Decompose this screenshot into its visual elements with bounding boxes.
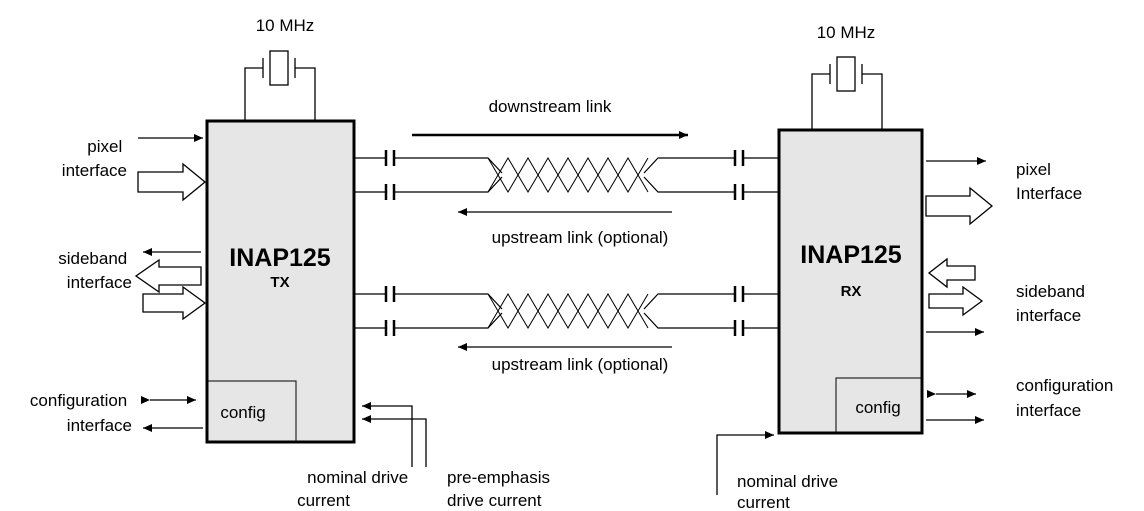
- channel-2-capacitor-icons: [384, 286, 745, 336]
- tx-nominal-label: nominal drive current: [297, 468, 413, 510]
- downstream-link-label: downstream link: [489, 97, 612, 116]
- tx-crystal-icon: [244, 50, 316, 120]
- rx-configuration-label: configuration interface: [1016, 376, 1118, 420]
- rx-chip: [777, 128, 924, 435]
- channel-2-wires: [354, 293, 778, 329]
- upstream-link-label-2: upstream link (optional): [492, 355, 669, 374]
- tx-sideband-label: sideband interface: [58, 249, 132, 292]
- rx-sideband-bus-out-arrow: [928, 285, 984, 317]
- rx-sideband-label: sideband interface: [1016, 282, 1090, 325]
- rx-config-label: config: [855, 398, 900, 417]
- channel-1-wires: [354, 157, 778, 193]
- rx-pixel-bus-arrow: [925, 186, 994, 226]
- tx-chip-sub: TX: [270, 274, 289, 291]
- rx-nominal-current-line: [716, 431, 774, 495]
- tx-config-block: [206, 380, 297, 443]
- tx-pixel-bus-arrow: [137, 162, 207, 202]
- tx-config-label: config: [220, 403, 265, 422]
- channel-1-capacitor-icons: [384, 150, 745, 200]
- tx-sideband-bus-in-arrow: [142, 285, 207, 321]
- tx-configuration-label: configuration interface: [30, 391, 132, 435]
- channel-1-twisted-pair-icon: [487, 157, 649, 193]
- tx-pixel-label: pixel interface: [62, 137, 127, 180]
- rx-crystal-icon: [811, 56, 883, 129]
- tx-preemphasis-label: pre-emphasis drive current: [447, 468, 555, 510]
- tx-preemphasis-current-line: [362, 415, 427, 467]
- tx-crystal-label: 10 MHz: [256, 16, 315, 35]
- tx-nominal-current-line: [362, 402, 413, 467]
- tx-chip-name: INAP125: [229, 244, 331, 272]
- upstream-link-label-1: upstream link (optional): [492, 228, 669, 247]
- rx-chip-sub: RX: [841, 283, 862, 300]
- channel-2-twisted-pair-icon: [487, 293, 649, 329]
- rx-config-block: [835, 377, 923, 434]
- rx-chip-name: INAP125: [800, 241, 902, 269]
- rx-crystal-label: 10 MHz: [817, 23, 876, 42]
- tx-chip: [205, 119, 356, 444]
- tx-sideband-bus-out-arrow: [134, 258, 202, 294]
- rx-pixel-label: pixel Interface: [1016, 160, 1082, 203]
- rx-nominal-label: nominal drive current: [737, 472, 843, 511]
- rx-sideband-bus-in-arrow: [927, 257, 976, 289]
